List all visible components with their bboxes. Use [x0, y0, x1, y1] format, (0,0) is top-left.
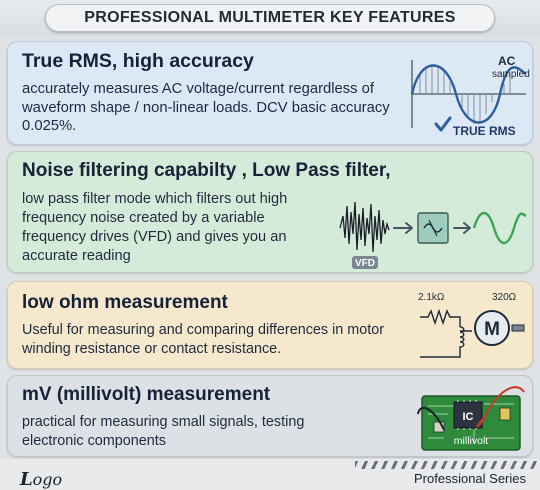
sample-lines — [419, 64, 511, 124]
page-title: PROFESSIONAL MULTIMETER KEY FEATURES — [45, 4, 495, 32]
feature-description: accurately measures AC voltage/current r… — [22, 81, 390, 134]
true-rms-graphic: AC sampled TRUE RMS — [410, 54, 530, 138]
sine-wave — [410, 64, 527, 124]
feature-title: Noise filtering capabilty , Low Pass fil… — [22, 160, 391, 181]
feature-card-true-rms: True RMS, high accuracy accurately measu… — [7, 41, 533, 145]
low-ohm-graphic: 2.1kΩ 320Ω M — [418, 292, 525, 358]
probe-lead-red — [483, 386, 525, 419]
motor-shaft — [511, 324, 525, 332]
footer-hatch-decoration — [355, 461, 540, 469]
feature-card-low-ohm: low ohm measurement Useful for measuring… — [7, 281, 533, 369]
logo: Logo — [20, 469, 62, 490]
feature-card-noise-filter: Noise filtering capabilty , Low Pass fil… — [7, 151, 533, 273]
resistor-value: 2.1kΩ — [418, 292, 445, 303]
winding-coil-icon — [420, 326, 465, 358]
probe-tip — [476, 416, 486, 428]
millivolt-graphic: IC millivolt — [417, 386, 525, 451]
check-icon — [434, 116, 452, 132]
logo-initial: L — [20, 469, 33, 490]
feature-title: low ohm measurement — [22, 292, 228, 313]
footer: Logo Professional Series — [0, 459, 540, 490]
vfd-label: VFD — [355, 258, 375, 269]
vfd-badge — [352, 256, 378, 269]
noise-filter-graphic: VFD — [339, 201, 527, 269]
noise-waveform — [339, 201, 390, 253]
motor-icon — [474, 310, 510, 346]
pcb-traces — [428, 403, 514, 444]
logo-text: ogo — [32, 470, 63, 489]
capacitor-icon — [499, 407, 511, 421]
ic-label: IC — [463, 411, 474, 423]
feature-title: mV (millivolt) measurement — [22, 384, 271, 405]
ic-pins — [457, 400, 477, 430]
arrow-right-icon — [393, 222, 413, 234]
clean-sine-wave — [472, 211, 527, 245]
motor-label: M — [484, 319, 500, 340]
feature-description: low pass filter mode which filters out h… — [22, 191, 288, 264]
probe-lead-black — [417, 406, 445, 431]
arrow-right-icon — [453, 222, 471, 234]
feature-description: Useful for measuring and comparing diffe… — [22, 322, 385, 357]
motor-resistance-value: 320Ω — [492, 292, 517, 303]
ac-label: AC — [498, 54, 516, 68]
true-rms-badge: TRUE RMS — [453, 124, 516, 138]
series-label: Professional Series — [414, 471, 526, 486]
ic-chip-icon — [453, 401, 483, 429]
header-bar: PROFESSIONAL MULTIMETER KEY FEATURES — [0, 0, 540, 36]
feature-card-millivolt: mV (millivolt) measurement practical for… — [7, 375, 533, 457]
millivolt-label: millivolt — [454, 435, 489, 447]
sampled-label: sampled — [492, 69, 530, 80]
feature-description: practical for measuring small signals, t… — [22, 414, 305, 449]
resistor-icon — [420, 308, 461, 327]
feature-title: True RMS, high accuracy — [22, 50, 254, 72]
